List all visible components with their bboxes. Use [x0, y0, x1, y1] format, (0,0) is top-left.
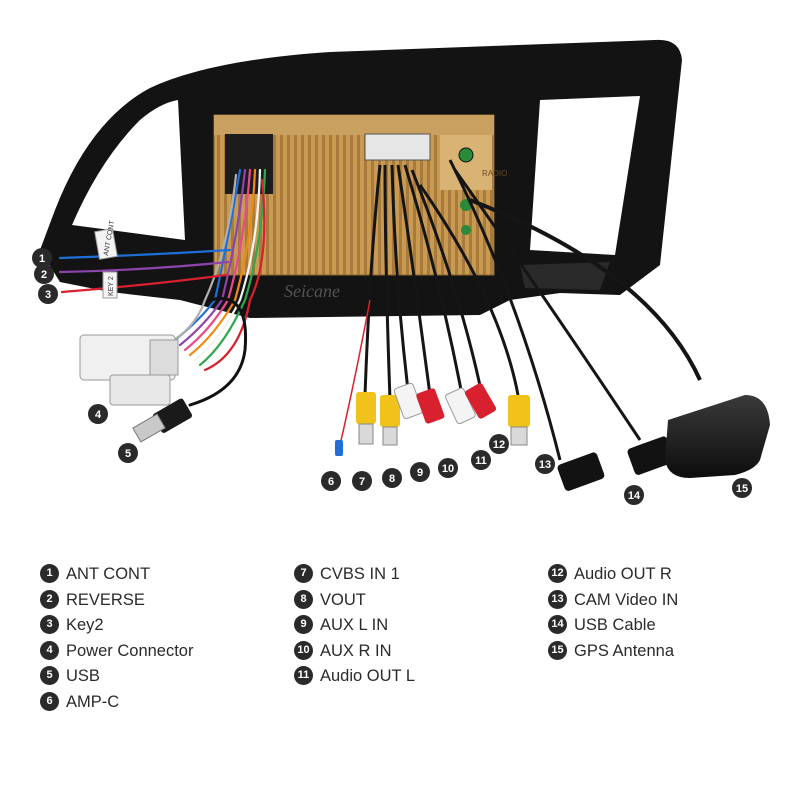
legend-number-badge: 2: [40, 589, 59, 609]
legend-item: 12 Audio OUT R: [548, 562, 678, 588]
callout-number: 1: [39, 253, 45, 265]
callout-badge: [489, 434, 509, 454]
callout-number: 15: [736, 483, 748, 495]
legend-label: GPS Antenna: [574, 641, 674, 660]
legend-item: 2 REVERSE: [40, 588, 193, 614]
legend-label: ANT CONT: [66, 565, 151, 583]
legend-number-badge: 1: [40, 564, 59, 584]
watermark: Seicane: [284, 281, 340, 301]
legend-label: VOUT: [320, 590, 366, 609]
legend-number-badge: 12: [548, 564, 567, 584]
callout-number: 10: [442, 463, 454, 475]
legend-item: 3 Key2: [40, 613, 193, 639]
legend-column-middle: 7 CVBS IN 1 8 VOUT 9 AUX L IN 10 AUX R IN 11 Audi…: [294, 562, 415, 690]
legend-number-badge: 13: [548, 589, 567, 609]
legend-number-badge: 5: [40, 666, 59, 686]
callout-number: 2: [41, 269, 47, 281]
rca-plug-vout: [380, 395, 400, 446]
legend-item: 11 Audio OUT L: [294, 664, 415, 690]
legend-number-badge: 8: [294, 589, 313, 609]
rca-cables: [339, 159, 702, 461]
legend-item: 13 CAM Video IN: [548, 588, 678, 614]
legend-item: 6 AMP-C: [40, 690, 193, 716]
callout-number: 3: [45, 289, 51, 301]
amp-c-lead: [335, 440, 343, 456]
callout-badge: [352, 471, 372, 491]
legend-number-badge: 14: [548, 615, 567, 635]
legend-item: 9 AUX L IN: [294, 613, 415, 639]
head-unit-wiring-diagram: RADIO Seicane ANT CONT KEY 2: [32, 39, 770, 505]
usb-plug: [132, 398, 192, 443]
legend-label: Audio OUT R: [574, 565, 672, 583]
legend-label: CVBS IN 1: [320, 565, 400, 583]
rca-plug-cvbs-in-1: [356, 392, 376, 445]
legend-item: 7 CVBS IN 1: [294, 562, 415, 588]
callout-number: 13: [539, 459, 551, 471]
legend-label: USB: [66, 667, 100, 685]
callout-badge: [321, 471, 341, 491]
legend-item: 15 GPS Antenna: [548, 639, 678, 665]
callout-badge: [624, 485, 644, 505]
callout-badge: [471, 450, 491, 470]
callout-badge: [535, 454, 555, 474]
legend-label: REVERSE: [66, 590, 145, 609]
legend-label: AUX R IN: [320, 641, 392, 660]
legend-item: 8 VOUT: [294, 588, 415, 614]
callout-badge: [438, 458, 458, 478]
legend-label: Audio OUT L: [320, 667, 416, 685]
head-unit-chassis: RADIO Seicane: [213, 114, 507, 301]
legend-number-badge: 7: [294, 564, 313, 584]
legend-item: 5 USB: [40, 664, 193, 690]
legend-number-badge: 10: [294, 640, 313, 660]
legend-label: CAM Video IN: [574, 590, 679, 609]
radio-port-label: RADIO: [482, 169, 507, 178]
legend-item: 14 USB Cable: [548, 613, 678, 639]
rca-plug-cam-video-in: [508, 395, 530, 446]
callout-number: 4: [95, 409, 102, 421]
callout-number: 11: [475, 455, 487, 467]
callout-badge: [732, 478, 752, 498]
legend-number-badge: 3: [40, 615, 59, 635]
rca-plug-audio-out-r: [464, 383, 497, 419]
callout-number: 14: [628, 490, 641, 502]
callout-badge: [88, 404, 108, 424]
callout-badge: [38, 284, 58, 304]
legend-number-badge: 15: [548, 640, 567, 660]
legend-item: 4 Power Connector: [40, 639, 193, 665]
callout-number: 7: [359, 476, 365, 488]
power-harness-wires: [58, 168, 267, 407]
callout-number: 8: [389, 473, 395, 485]
legend-label: USB Cable: [574, 616, 656, 634]
legend-number-badge: 6: [40, 691, 59, 711]
legend-number-badge: 9: [294, 615, 313, 635]
legend-number-badge: 11: [294, 666, 313, 686]
legend-label: Power Connector: [66, 641, 194, 660]
gps-antenna: [665, 395, 770, 478]
legend-number-badge: 4: [40, 640, 59, 660]
callout-badge: [32, 248, 52, 268]
legend-item: 10 AUX R IN: [294, 639, 415, 665]
callout-badge: [410, 462, 430, 482]
callout-number: 9: [417, 467, 423, 479]
callout-badge: [118, 443, 138, 463]
legend-label: AMP-C: [66, 692, 120, 711]
rca-plug-aux-r-in: [416, 388, 445, 424]
callout-badge: [382, 468, 402, 488]
callout-number: 12: [493, 439, 505, 451]
legend-item: 1 ANT CONT: [40, 562, 193, 588]
key2-tag-label: KEY 2: [108, 276, 115, 296]
callout-number: 6: [328, 476, 334, 488]
power-connector: [79, 334, 179, 406]
legend-label: AUX L IN: [320, 616, 389, 634]
legend-column-right: 12 Audio OUT R 13 CAM Video IN 14 USB Cable 15…: [548, 562, 678, 664]
callout-number: 5: [125, 448, 131, 460]
legend-label: Key2: [66, 616, 104, 634]
callout-badge: [34, 264, 54, 284]
usb-cable-connectors: [557, 436, 675, 491]
